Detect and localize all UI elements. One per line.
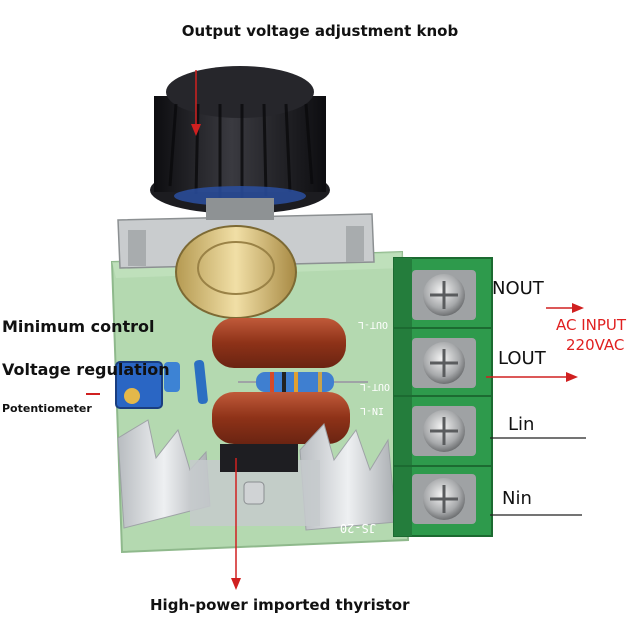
heatsink-icon bbox=[117, 419, 397, 531]
silkscreen-out-l-2: OUT-L bbox=[360, 381, 390, 392]
capacitor-icon bbox=[212, 318, 350, 444]
knob-icon bbox=[150, 66, 330, 220]
terminal-label-nout: NOUT bbox=[492, 278, 544, 299]
resistor-icon bbox=[238, 372, 368, 392]
label-potentiometer: Potentiometer bbox=[2, 402, 92, 415]
label-output-voltage-knob: Output voltage adjustment knob bbox=[181, 22, 459, 40]
arrow-nout-icon bbox=[546, 303, 584, 313]
arrow-thyristor-icon bbox=[231, 458, 241, 590]
screw-icon bbox=[412, 338, 476, 388]
arrow-knob-icon bbox=[191, 70, 201, 136]
ac-voltage-label: 220VAC bbox=[566, 336, 625, 354]
terminal-label-nin: Nin bbox=[502, 488, 532, 509]
terminal-label-lin: Lin bbox=[508, 414, 535, 435]
silkscreen-out-l: OUT-L bbox=[358, 319, 388, 330]
label-minimum-control: Minimum control bbox=[2, 317, 155, 336]
terminal-label-lout: LOUT bbox=[498, 348, 546, 369]
label-thyristor: High-power imported thyristor bbox=[150, 596, 410, 614]
ac-input-label: AC INPUT bbox=[556, 316, 627, 334]
diode-icon bbox=[194, 359, 208, 405]
arrow-lout-icon bbox=[486, 372, 578, 382]
potentiometer-icon bbox=[175, 225, 297, 319]
trimmer-potentiometer-icon bbox=[115, 361, 180, 409]
screw-icon bbox=[412, 270, 476, 320]
thyristor-icon bbox=[220, 444, 298, 472]
screw-icon bbox=[412, 406, 476, 456]
screw-icon bbox=[412, 474, 476, 524]
silkscreen-in-l: IN-L bbox=[360, 405, 384, 416]
silkscreen-board-id: JS-20 bbox=[340, 521, 376, 535]
label-voltage-regulation: Voltage regulation bbox=[2, 360, 170, 379]
